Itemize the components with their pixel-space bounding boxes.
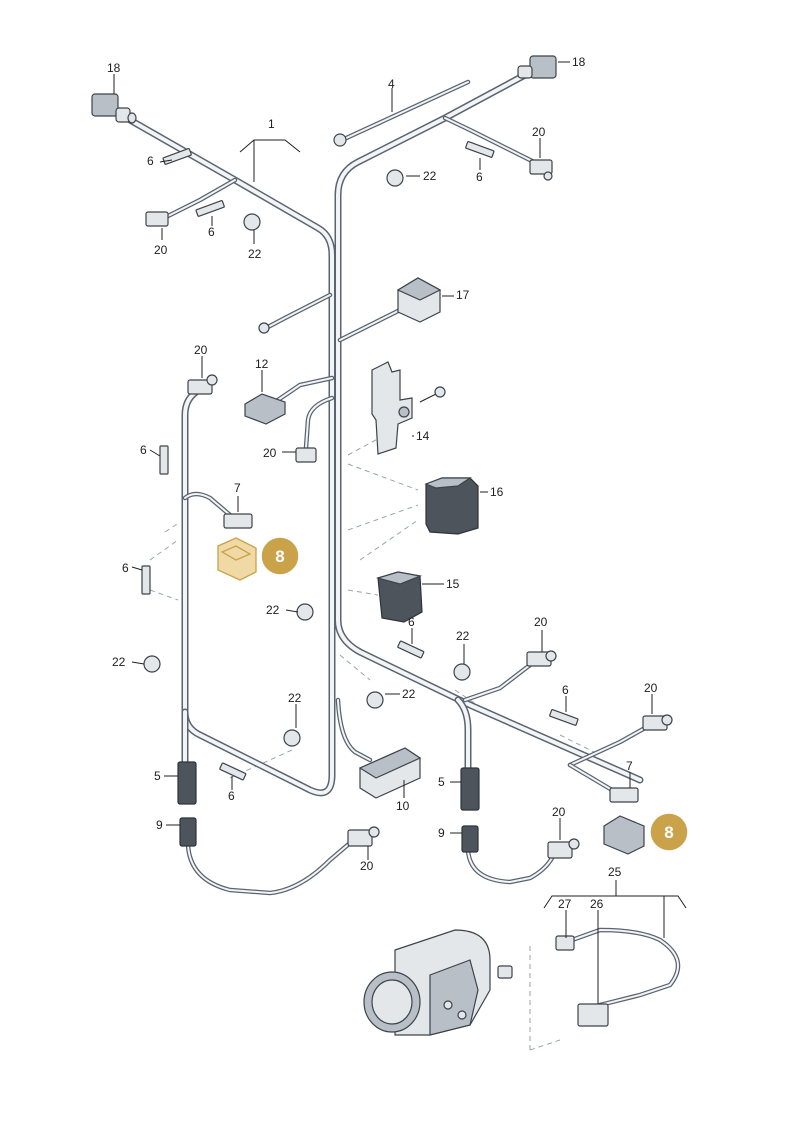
label-part-6-b: 6 <box>476 170 483 184</box>
part-labels: 18 18 1 4 20 6 6 22 20 6 22 17 20 12 14 … <box>107 55 658 911</box>
label-part-20-a: 20 <box>532 125 546 139</box>
label-part-22-f: 22 <box>402 687 416 701</box>
connector-20-mid <box>295 447 317 463</box>
label-part-14: 14 <box>416 429 430 443</box>
label-part-20-e: 20 <box>534 615 548 629</box>
connector-housing-17 <box>396 277 442 323</box>
connector-12 <box>244 393 286 425</box>
label-part-10: 10 <box>396 799 410 813</box>
sensor-connector-18-right <box>517 55 557 79</box>
bracket-8-highlighted <box>217 537 257 581</box>
holder-15 <box>375 571 423 623</box>
screw-14 <box>419 386 446 403</box>
connector-20-upper-right <box>529 159 553 181</box>
badge-8-upper: 8 <box>260 536 300 576</box>
sensor-connector-18-left <box>91 93 137 124</box>
connector-9-right <box>461 825 479 853</box>
label-part-9-b: 9 <box>438 826 445 840</box>
connector-20-upper-left <box>145 211 169 227</box>
label-part-20-g: 20 <box>552 805 566 819</box>
label-part-26: 26 <box>590 897 604 911</box>
label-part-22-a: 22 <box>423 169 437 183</box>
label-part-5-b: 5 <box>438 775 445 789</box>
cable-tie-4 <box>333 133 347 147</box>
connector-9-left <box>179 817 197 847</box>
label-part-22-c: 22 <box>266 603 280 617</box>
label-part-20-b: 20 <box>154 243 168 257</box>
label-part-22-d: 22 <box>456 629 470 643</box>
label-part-18-left: 18 <box>107 61 121 75</box>
bracket-8-lower <box>603 815 645 855</box>
label-part-18-right: 18 <box>572 55 586 69</box>
label-part-6-a: 6 <box>147 154 154 168</box>
hydraulic-unit <box>363 929 491 1036</box>
label-part-20-d: 20 <box>263 446 277 460</box>
connector-20-mid-right <box>526 650 557 667</box>
label-part-17: 17 <box>456 288 470 302</box>
badge-8-upper-text: 8 <box>275 547 284 566</box>
label-part-4: 4 <box>388 77 395 91</box>
ring-terminal <box>258 322 270 334</box>
label-part-9-a: 9 <box>156 818 163 832</box>
label-part-6-d: 6 <box>140 443 147 457</box>
connector-5-left <box>177 761 197 805</box>
connector-20-lower-left <box>347 826 380 847</box>
label-part-6-h: 6 <box>228 789 235 803</box>
label-part-6-e: 6 <box>122 561 129 575</box>
label-part-25: 25 <box>608 865 622 879</box>
label-part-20-h: 20 <box>360 859 374 873</box>
label-part-12: 12 <box>255 357 269 371</box>
label-part-20-f: 20 <box>644 681 658 695</box>
label-part-6-f: 6 <box>408 615 415 629</box>
label-part-15: 15 <box>446 577 460 591</box>
label-part-22-e: 22 <box>112 655 126 669</box>
adapter-harness-26 <box>497 927 681 1027</box>
label-part-1: 1 <box>268 117 275 131</box>
connector-7-left <box>223 513 253 529</box>
label-part-6-g: 6 <box>562 683 569 697</box>
label-part-6-c: 6 <box>208 225 215 239</box>
connector-20-far-right <box>642 714 673 731</box>
label-part-7-b: 7 <box>626 759 633 773</box>
label-part-22-g: 22 <box>288 691 302 705</box>
connector-5-right <box>460 767 480 811</box>
bracket-14 <box>371 361 413 455</box>
connector-7-right <box>609 787 639 803</box>
connector-20-lower-right <box>547 838 580 859</box>
leader-lines <box>113 61 687 1004</box>
label-part-22-b: 22 <box>248 247 262 261</box>
label-part-5-a: 5 <box>154 769 161 783</box>
badge-8-lower-text: 8 <box>664 823 673 842</box>
control-unit-10 <box>358 747 422 799</box>
connector-20-left-vertical <box>187 374 218 395</box>
label-part-16: 16 <box>490 485 504 499</box>
cover-16 <box>424 477 479 535</box>
badge-8-lower: 8 <box>649 812 689 852</box>
label-part-20-c: 20 <box>194 343 208 357</box>
label-part-27: 27 <box>558 897 572 911</box>
label-part-7-a: 7 <box>234 481 241 495</box>
